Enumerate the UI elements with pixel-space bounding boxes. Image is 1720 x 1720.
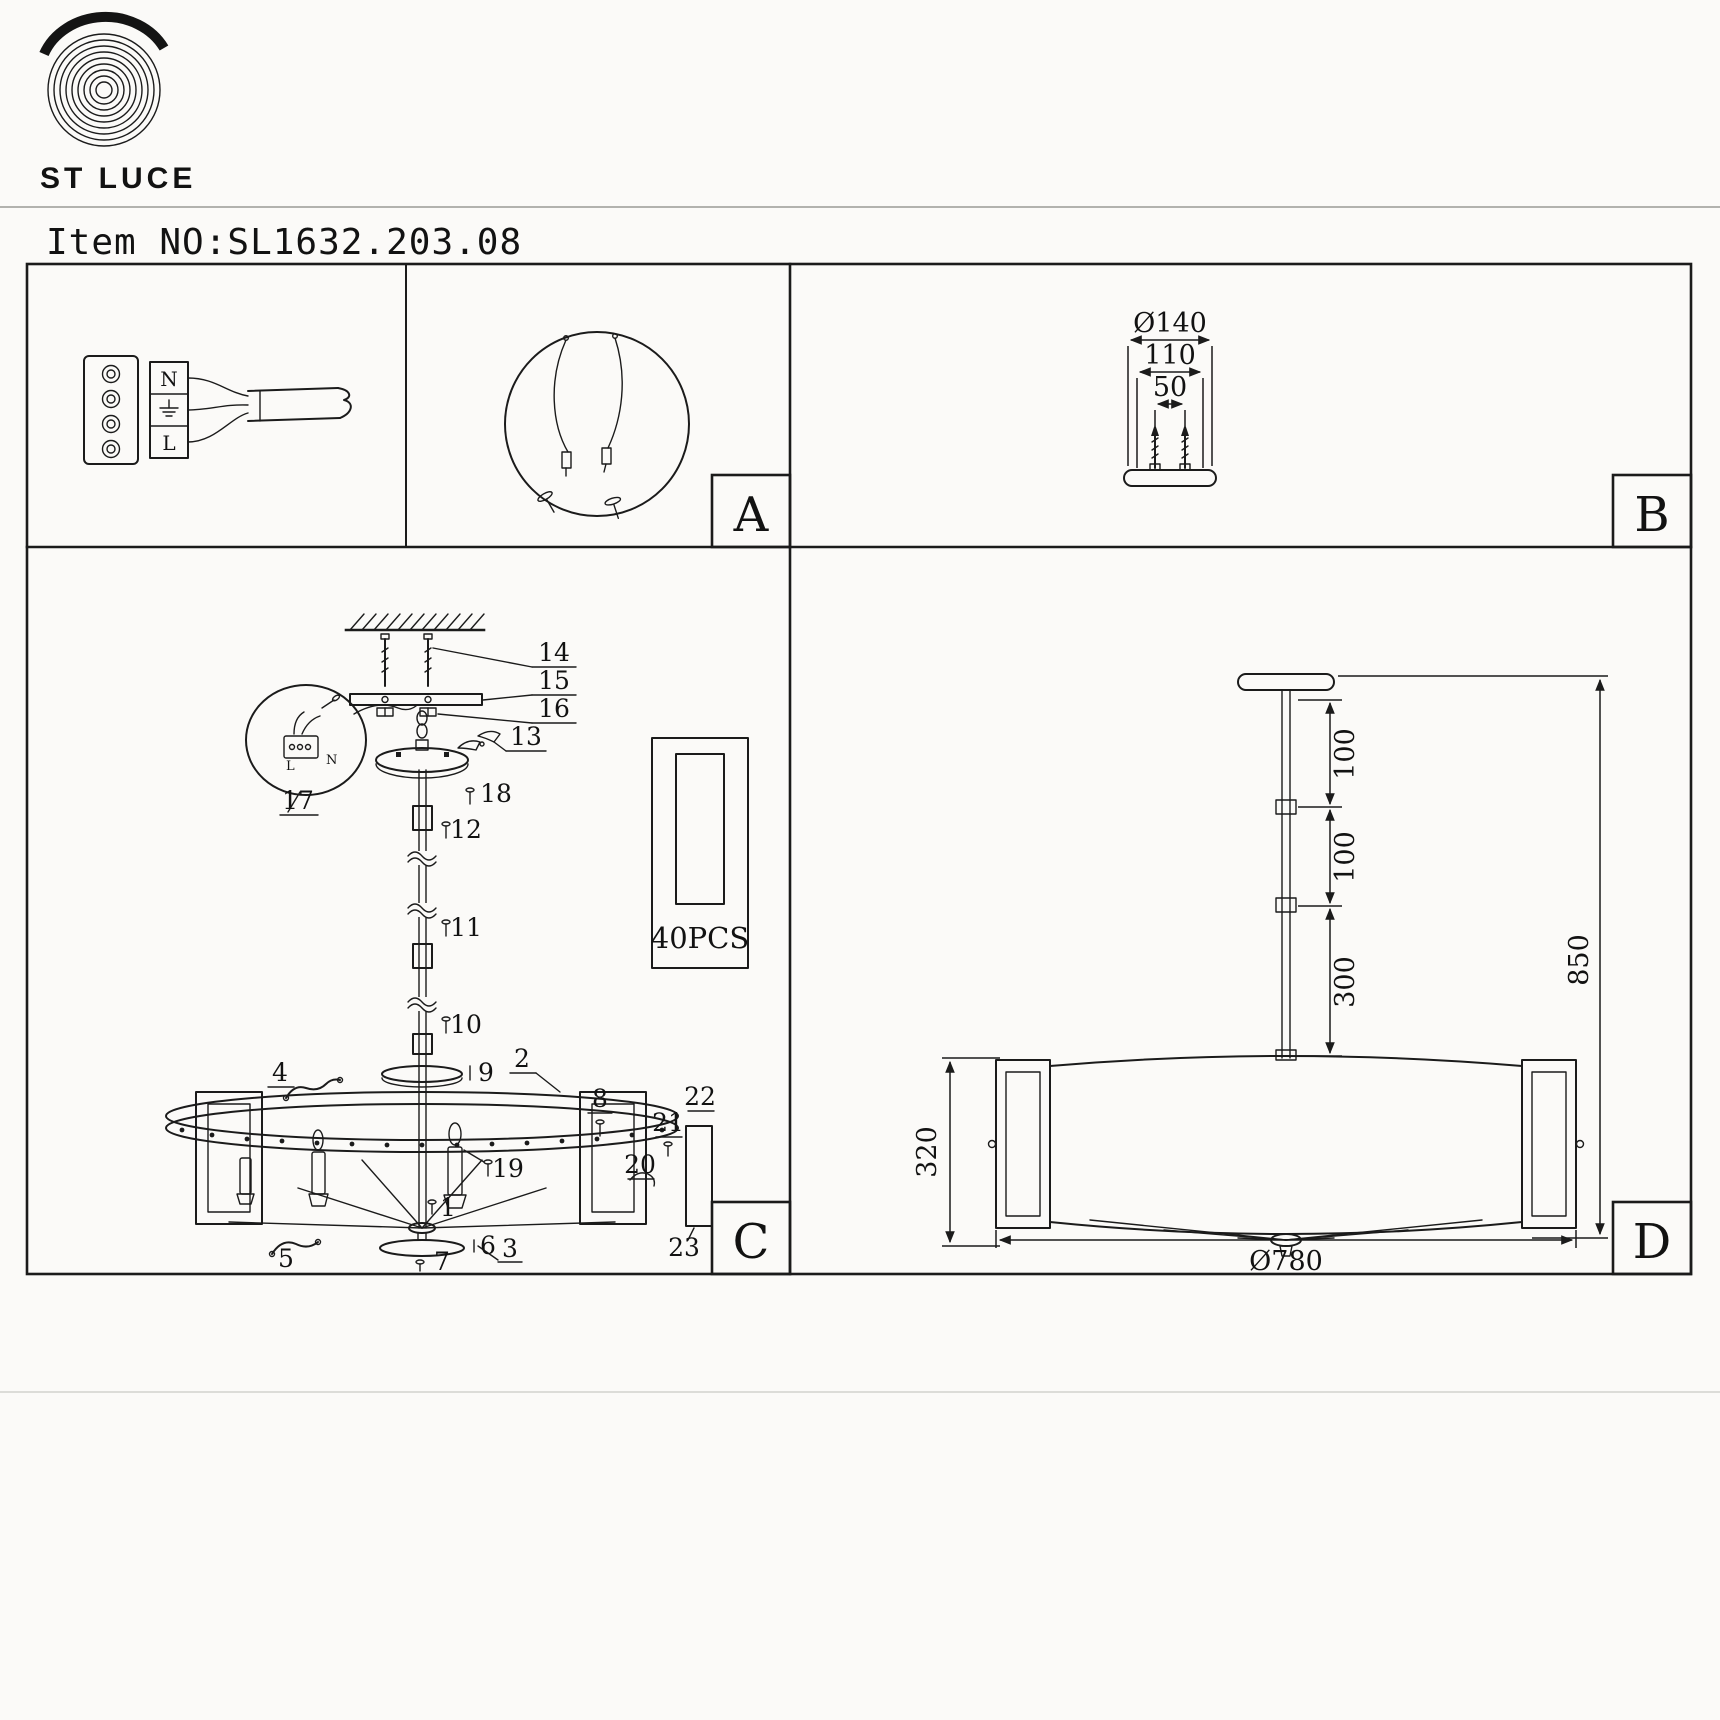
panel-a-terminal-diagram: N L xyxy=(83,355,352,465)
panel-d-label-box xyxy=(1611,1200,1693,1276)
part-12-label: 12 xyxy=(450,815,482,844)
mounting-screws xyxy=(1149,424,1191,471)
part-9-label: 9 xyxy=(478,1058,494,1087)
upper-disk xyxy=(381,1065,463,1083)
rod-dimensions: 100 100 300 xyxy=(1298,699,1361,1057)
screw-icon xyxy=(604,496,622,520)
part-4-pin xyxy=(282,1076,344,1102)
panel-c-label-box xyxy=(710,1200,792,1276)
body-height-dimension: 320 xyxy=(912,1057,1000,1247)
part-3-label: 3 xyxy=(502,1234,518,1263)
dim-screw-spacing: 50 xyxy=(1153,372,1187,403)
part-23-label: 23 xyxy=(668,1233,700,1262)
part-7-label: 7 xyxy=(434,1247,450,1276)
bottom-assembly xyxy=(228,1159,616,1272)
body-width-dimension: Ø780 xyxy=(995,1230,1577,1277)
drum-body xyxy=(987,1055,1585,1257)
panel-b-label-box xyxy=(1611,473,1693,549)
logo-swoosh xyxy=(39,11,169,57)
terminal-l-label: L xyxy=(162,431,175,455)
panel-grid: A B C D xyxy=(25,262,1693,1276)
part-16-label: 16 xyxy=(538,694,570,723)
dim-total-height: 850 xyxy=(1564,934,1595,986)
panel-b-label: B xyxy=(1634,487,1669,543)
suspension-rod xyxy=(407,769,437,1229)
panel-d-dimension-view: 100 100 300 850 320 xyxy=(912,673,1608,1277)
part-19-label: 19 xyxy=(492,1154,524,1183)
panel-c-exploded-view: N L xyxy=(165,613,749,1276)
part-8-label: 8 xyxy=(592,1084,608,1113)
crystal-strip-part xyxy=(595,1119,713,1241)
wiring-detail-cloud: N L xyxy=(245,684,367,796)
crystal-count-label: 40PCS xyxy=(651,921,749,955)
part-18-label: 18 xyxy=(480,779,512,808)
dim-hole-spacing: 110 xyxy=(1144,340,1196,371)
part-5-label: 5 xyxy=(278,1244,294,1273)
cloud-l-label: L xyxy=(286,759,295,774)
part-20-pin xyxy=(629,1172,656,1187)
brand-name: ST LUCE xyxy=(40,162,196,195)
part-22-label: 22 xyxy=(684,1082,716,1111)
dim-body-height: 320 xyxy=(912,1126,943,1178)
panel-a-label: A xyxy=(733,487,770,543)
item-number: Item NO:SL1632.203.08 xyxy=(46,222,522,263)
part-2-label: 2 xyxy=(514,1044,530,1073)
part-5-pin xyxy=(268,1238,322,1258)
panel-a-wire-detail xyxy=(504,331,690,520)
part-17-label: 17 xyxy=(282,786,314,815)
part-15-label: 15 xyxy=(538,666,570,695)
wires xyxy=(187,377,249,443)
canopy xyxy=(1237,673,1335,691)
terminal-n-label: N xyxy=(160,367,178,391)
part-labels: 14 15 16 13 17 18 12 11 10 4 9 2 19 xyxy=(267,638,716,1276)
screw-icon xyxy=(537,491,555,513)
ceiling xyxy=(344,613,486,632)
mounting-bar-assembly xyxy=(349,633,483,717)
part-10-label: 10 xyxy=(450,1010,482,1039)
cable xyxy=(247,387,352,422)
side-frames xyxy=(195,1091,647,1225)
part-6-label: 6 xyxy=(480,1231,496,1260)
ground-symbol-icon xyxy=(159,399,179,417)
panel-b-mounting-diagram: Ø140 110 50 xyxy=(1123,308,1217,487)
part-4-label: 4 xyxy=(272,1058,288,1087)
part-11-label: 11 xyxy=(450,913,482,942)
canopy-assembly xyxy=(353,704,469,779)
panel-a-label-box xyxy=(710,473,792,549)
total-height-dimension: 850 xyxy=(1338,675,1608,1239)
dim-rod-seg3: 300 xyxy=(1330,956,1361,1008)
dim-plate-diameter: Ø140 xyxy=(1133,308,1207,339)
part-13-label: 13 xyxy=(510,722,542,751)
dim-body-width: Ø780 xyxy=(1249,1246,1323,1277)
dim-rod-seg1: 100 xyxy=(1330,728,1361,780)
st-luce-logo xyxy=(32,11,175,147)
ceiling-plate xyxy=(1123,469,1217,487)
frame-ring xyxy=(165,1091,679,1153)
part-14-label: 14 xyxy=(538,638,570,667)
crystal-count-box: 40PCS xyxy=(651,737,749,969)
part-20-label: 20 xyxy=(624,1150,656,1179)
part-21-label: 21 xyxy=(652,1108,684,1137)
part-1-label: 1 xyxy=(440,1193,456,1222)
panel-d-label: D xyxy=(1633,1214,1671,1270)
panel-c-label: C xyxy=(733,1214,770,1270)
cloud-n-label: N xyxy=(326,753,337,768)
part-13-hardware xyxy=(457,730,501,751)
rod xyxy=(1275,689,1297,1061)
dim-rod-seg2: 100 xyxy=(1330,831,1361,883)
